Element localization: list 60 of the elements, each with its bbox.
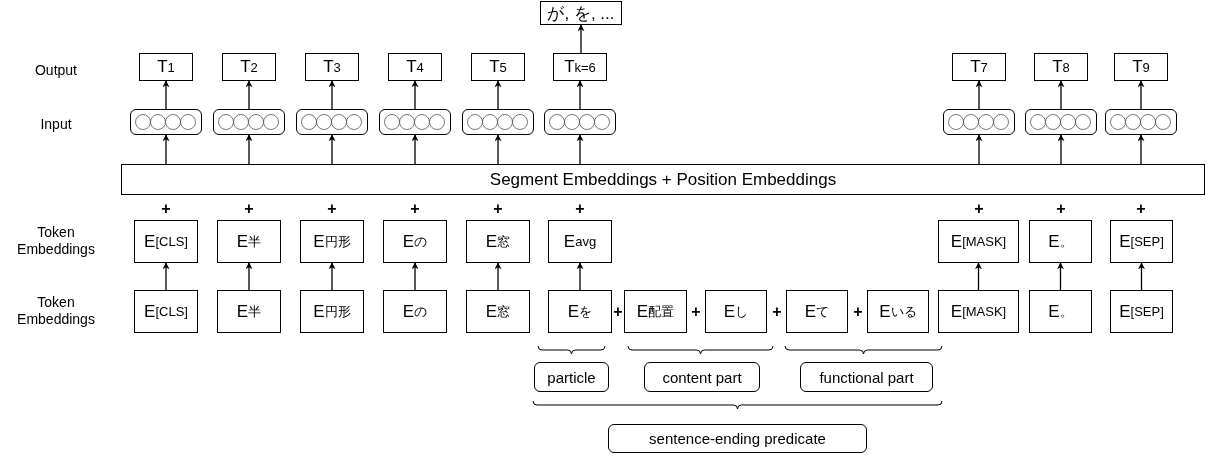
vector-box — [1105, 109, 1177, 135]
plus-sign: + — [853, 302, 863, 320]
arrow — [975, 262, 982, 291]
tag-box: particle — [534, 362, 609, 392]
plus-sign: + — [575, 199, 585, 217]
plus-sign: + — [613, 302, 623, 320]
vector-box — [296, 109, 368, 135]
plus-sign: + — [244, 199, 254, 217]
arrow — [494, 134, 502, 165]
output-box: が, を, ... — [540, 1, 622, 25]
arrow — [975, 134, 983, 165]
vector-box — [379, 109, 451, 135]
arrow — [577, 24, 585, 54]
arrow — [1137, 134, 1145, 165]
tag-box: content part — [644, 362, 760, 392]
arrow — [1057, 262, 1064, 291]
arrow — [162, 262, 170, 291]
plus-sign: + — [493, 199, 503, 217]
arrow — [245, 134, 253, 165]
arrow — [494, 262, 502, 291]
arrow — [162, 80, 170, 110]
arrow — [245, 80, 253, 110]
vector-box — [1025, 109, 1097, 135]
arrow — [411, 80, 419, 110]
arrow — [1138, 262, 1145, 291]
vector-box — [130, 109, 202, 135]
plus-sign: + — [410, 199, 420, 217]
row-label: Token Embeddings — [16, 224, 96, 258]
arrow — [576, 80, 584, 110]
arrow — [328, 80, 336, 110]
arrow — [1057, 134, 1065, 165]
arrow — [1137, 80, 1145, 110]
arrow — [328, 262, 336, 291]
embedding-band: Segment Embeddings + Position Embeddings — [121, 164, 1205, 195]
plus-sign: + — [1136, 199, 1146, 217]
arrow — [975, 80, 983, 110]
row-label: Token Embeddings — [16, 294, 96, 328]
vector-box — [544, 109, 616, 135]
arrow — [411, 134, 419, 165]
arrow — [1057, 80, 1065, 110]
plus-sign: + — [161, 199, 171, 217]
arrow — [411, 262, 419, 291]
arrow — [328, 134, 336, 165]
plus-sign: + — [974, 199, 984, 217]
plus-sign: + — [691, 302, 701, 320]
vector-box — [213, 109, 285, 135]
arrow — [576, 262, 584, 291]
vector-box — [943, 109, 1015, 135]
tag-box: sentence-ending predicate — [608, 424, 867, 453]
plus-sign: + — [1056, 199, 1066, 217]
arrow — [245, 262, 253, 291]
row-label: Output — [34, 61, 78, 79]
vector-box — [462, 109, 534, 135]
arrow — [576, 134, 584, 165]
tag-box: functional part — [800, 362, 933, 392]
plus-sign: + — [772, 302, 782, 320]
arrow — [494, 80, 502, 110]
row-label: Input — [39, 115, 73, 133]
plus-sign: + — [327, 199, 337, 217]
arrow — [162, 134, 170, 165]
